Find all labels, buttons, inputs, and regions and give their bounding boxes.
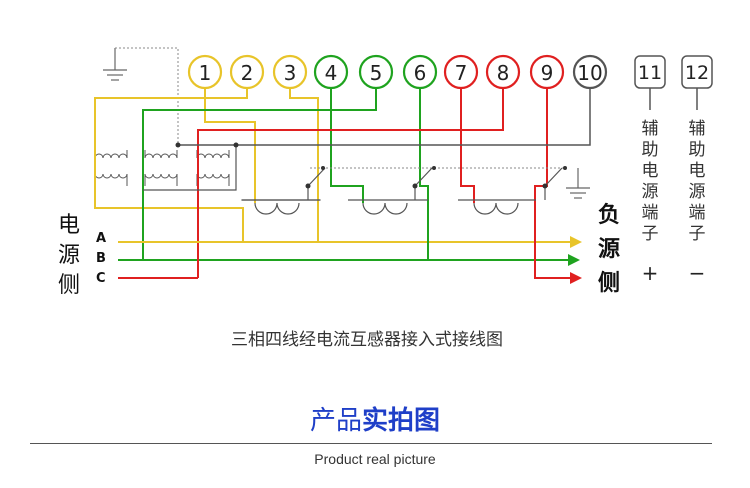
terminal-label: 1 xyxy=(199,61,212,85)
terminal-circle xyxy=(187,54,223,90)
aux-terminal-number: 12 xyxy=(685,62,709,84)
source-side-char-3: 侧 xyxy=(58,273,80,298)
section-title: 产品实拍图 xyxy=(0,400,750,437)
terminal-label: 2 xyxy=(241,61,254,85)
coil-winding xyxy=(94,173,128,179)
diagram-caption: 三相四线经电流互感器接入式接线图 xyxy=(231,330,503,350)
terminal-4: 4 xyxy=(313,54,349,90)
terminal-2: 2 xyxy=(229,54,265,90)
section-divider xyxy=(30,443,712,444)
load-side-char-3: 侧 xyxy=(598,271,620,296)
terminal-label: 5 xyxy=(370,61,383,85)
aux-label-char: 电 xyxy=(642,161,659,181)
ct-switches xyxy=(307,167,563,187)
terminal-circle xyxy=(443,54,479,90)
terminal-circle xyxy=(313,54,349,90)
terminal-label: 6 xyxy=(414,61,427,85)
aux-sign: + xyxy=(642,261,659,285)
arrow-b xyxy=(568,254,580,266)
aux-label-char: 子 xyxy=(642,224,659,244)
aux-label-char: 辅 xyxy=(642,119,659,139)
junction-dots xyxy=(175,142,567,189)
source-side-char-2: 源 xyxy=(58,243,80,268)
phase-a-wires xyxy=(94,88,570,243)
terminal-6: 6 xyxy=(402,54,438,90)
section-title-normal: 产品 xyxy=(309,406,362,436)
phase-label-b: B xyxy=(96,251,106,266)
terminal-label: 8 xyxy=(497,61,510,85)
coil-winding xyxy=(144,153,178,159)
current-transformer-a xyxy=(241,199,321,215)
ground-symbol-right xyxy=(566,168,590,199)
terminal-5: 5 xyxy=(358,54,394,90)
terminal-label: 7 xyxy=(455,61,468,85)
coil-winding xyxy=(196,153,230,159)
current-transformer-b xyxy=(348,199,428,215)
terminal-circle xyxy=(529,54,565,90)
terminal-10: 10 xyxy=(572,54,608,90)
terminal-circle xyxy=(485,54,521,90)
ground-wire-dotted xyxy=(115,47,179,145)
neutral-wire-lower xyxy=(143,145,237,191)
terminal-label: 3 xyxy=(284,61,297,85)
terminal-label: 10 xyxy=(577,61,602,85)
terminal-row: 1 2 3 4 5 6 7 8 9 10 xyxy=(187,54,608,90)
aux-label-char: 端 xyxy=(689,203,706,223)
arrow-a xyxy=(570,236,582,248)
aux-label-char: 源 xyxy=(689,182,706,202)
load-side-label: 负 源 侧 xyxy=(598,203,620,296)
aux-terminal-number: 11 xyxy=(638,62,662,84)
current-transformer-c xyxy=(458,199,536,215)
phase-label-a: A xyxy=(96,231,106,246)
aux-label-char: 助 xyxy=(689,140,706,160)
terminal-1: 1 xyxy=(187,54,223,90)
coil-winding xyxy=(94,153,128,159)
aux-label-char: 子 xyxy=(689,224,706,244)
terminal-8: 8 xyxy=(485,54,521,90)
terminal-7: 7 xyxy=(443,54,479,90)
aux-label-char: 源 xyxy=(642,182,659,202)
source-side-char-1: 电 xyxy=(58,213,80,238)
aux-sign: − xyxy=(689,261,706,285)
terminal-circle xyxy=(572,54,608,90)
phase-b-wires xyxy=(118,88,568,261)
ground-symbol-left xyxy=(103,48,127,81)
load-side-char-2: 源 xyxy=(598,237,620,262)
phase-labels: A B C xyxy=(96,231,106,286)
section-subtitle: Product real picture xyxy=(314,451,436,467)
phase-c-wires xyxy=(118,88,570,279)
terminal-circle xyxy=(229,54,265,90)
aux-label-char: 助 xyxy=(642,140,659,160)
section-title-bold: 实拍图 xyxy=(362,406,441,436)
aux-label-char: 辅 xyxy=(689,119,706,139)
terminal-circle xyxy=(358,54,394,90)
source-side-label: 电 源 侧 xyxy=(58,213,80,298)
coil-winding xyxy=(196,173,230,179)
terminal-label: 4 xyxy=(325,61,338,85)
phase-label-c: C xyxy=(96,271,106,286)
neutral-wire xyxy=(178,88,591,146)
terminal-circle xyxy=(272,54,308,90)
terminal-3: 3 xyxy=(272,54,308,90)
terminal-label: 9 xyxy=(541,61,554,85)
arrow-c xyxy=(570,272,582,284)
voltage-transformer-coils xyxy=(94,150,230,186)
load-side-char-1: 负 xyxy=(598,203,620,228)
aux-label-char: 端 xyxy=(642,203,659,223)
aux-label-char: 电 xyxy=(689,161,706,181)
coil-winding xyxy=(144,173,178,179)
terminal-circle xyxy=(402,54,438,90)
ct-secondary-links xyxy=(307,186,546,200)
terminal-9: 9 xyxy=(529,54,565,90)
load-arrows xyxy=(568,236,582,284)
